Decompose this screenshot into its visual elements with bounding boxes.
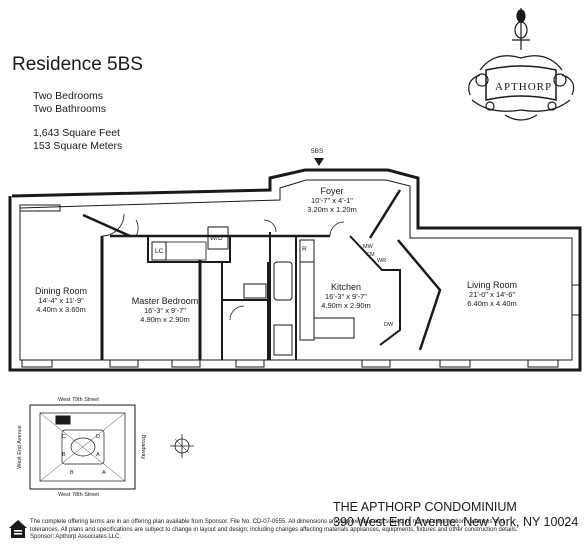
keyplan-letter: A — [102, 470, 106, 476]
square-feet: 1,643 Square Feet — [33, 127, 120, 139]
condo-name: THE APTHORP CONDOMINIUM — [333, 500, 517, 514]
room-dimensions-metric: 4.40m x 3.60m — [36, 305, 86, 314]
closet-rack — [165, 241, 207, 261]
room-dimensions-metric: 6.40m x 4.40m — [467, 299, 517, 308]
room-dimensions-imperial: 10'-7" x 4'-1" — [311, 196, 353, 205]
windows — [19, 204, 580, 368]
room-dimensions-metric: 3.20m x 1.20m — [307, 205, 357, 214]
shower — [273, 324, 293, 356]
room-dimensions-metric: 4.90m x 2.90m — [321, 301, 371, 310]
entry-label: 5BS — [311, 148, 324, 155]
legal-disclaimer: The complete offering terms are in an of… — [30, 519, 585, 542]
entry-marker — [314, 158, 324, 166]
room-living: Living Room 21'-0" x 14'-6" 6.40m x 4.40… — [452, 280, 532, 308]
legal-line: The complete offering terms are in an of… — [30, 519, 505, 525]
room-master-bedroom: Master Bedroom 16'-3" x 9'-7" 4.90m x 2.… — [120, 296, 210, 324]
legal-line: tolerances. All plans and specifications… — [30, 526, 518, 533]
keyplan-west-avenue: West End Avenue — [17, 425, 23, 469]
fixture-r: R — [302, 246, 307, 253]
keyplan-east-avenue: Broadway — [140, 434, 146, 460]
fixture-cm: CM — [366, 252, 375, 258]
room-dimensions-imperial: 16'-3" x 9'-7" — [144, 306, 186, 315]
equal-housing-icon — [9, 520, 27, 538]
key-plan — [29, 404, 136, 490]
bath-walls — [221, 232, 271, 360]
room-name: Master Bedroom — [131, 296, 199, 306]
fixture-dw: DW — [384, 322, 394, 328]
closet-wall — [147, 236, 231, 263]
keyplan-letter: C — [62, 434, 66, 440]
fixture-lc: LC — [155, 248, 164, 255]
kitchen-walls — [295, 235, 401, 360]
keyplan-letter: D — [96, 434, 100, 440]
room-dimensions-imperial: 16'-3" x 9'-7" — [325, 292, 367, 301]
condo-address: 390 West End Avenue, New York, NY 10024 — [333, 515, 579, 529]
room-kitchen: Kitchen 16'-3" x 9'-7" 4.90m x 2.90m — [308, 282, 384, 310]
room-dimensions-imperial: 14'-4" x 11'-9" — [38, 296, 84, 305]
keyplan-letter: A — [96, 452, 100, 458]
keyplan-north-street: West 79th Street — [58, 397, 99, 403]
room-foyer: Foyer 10'-7" x 4'-1" 3.20m x 1.20m — [282, 186, 382, 214]
foyer-wall-2 — [368, 189, 402, 239]
bathtub — [273, 261, 293, 301]
kitchen-island — [313, 317, 355, 339]
square-meters: 153 Square Meters — [33, 140, 123, 152]
keyplan-letter: B — [70, 470, 74, 476]
door-swings — [101, 213, 345, 321]
room-dimensions-metric: 4.90m x 2.90m — [140, 315, 190, 324]
room-name: Dining Room — [34, 286, 88, 296]
washer-dryer — [207, 226, 229, 250]
keyplan-south-street: West 78th Street — [58, 492, 99, 498]
compass-icon — [170, 434, 194, 458]
bathrooms-count: Two Bathrooms — [33, 103, 106, 115]
living-wall — [397, 239, 442, 351]
apthorp-logo-icon — [468, 8, 575, 121]
keyplan-letter: B — [62, 452, 66, 458]
legal-line: Sponsor: Apthorp Associates LLC. — [30, 534, 122, 541]
condo-block: THE APTHORP CONDOMINIUM 390 West End Ave… — [333, 500, 578, 530]
room-name: Kitchen — [330, 282, 362, 292]
fixture-mw: MW — [363, 244, 373, 250]
room-dining: Dining Room 14'-4" x 11'-9" 4.40m x 3.60… — [18, 286, 104, 314]
page-title: Residence 5BS — [12, 54, 143, 75]
vanity — [243, 283, 267, 299]
foyer-wall — [82, 213, 131, 238]
logo-text: APTHORP — [495, 81, 553, 93]
room-name: Foyer — [320, 186, 344, 196]
bedrooms-count: Two Bedrooms — [33, 90, 104, 102]
room-dimensions-imperial: 21'-0" x 14'-6" — [468, 290, 516, 299]
exterior-wall — [8, 168, 582, 372]
refrigerator — [299, 239, 315, 263]
room-name: Living Room — [466, 280, 518, 290]
fixture-wr: WR — [377, 258, 387, 264]
fixture-wd: W/D — [210, 235, 223, 242]
